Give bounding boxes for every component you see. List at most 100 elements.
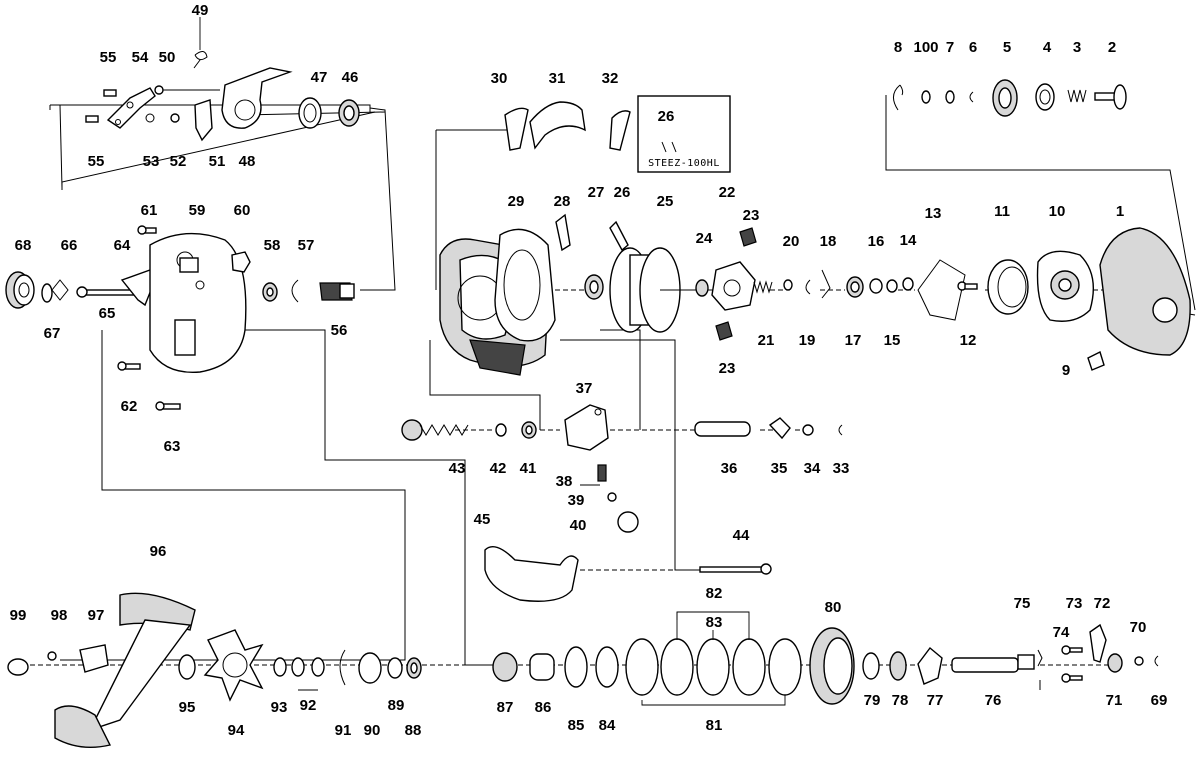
part-86-collar: [529, 653, 555, 681]
part-10-brake-unit: [1036, 250, 1094, 322]
label-39: 39: [568, 492, 585, 509]
label-53: 53: [143, 153, 160, 170]
note-box-pins: [661, 141, 677, 153]
part-27-bearing: [584, 274, 604, 300]
part-96-handle: [54, 592, 196, 748]
part-55-spring-top: [103, 89, 117, 97]
part-39-washer: [607, 492, 617, 502]
part-50-screw: [154, 85, 220, 95]
part-67-washer: [41, 283, 53, 303]
part-47-bearing: [298, 97, 322, 129]
part-19-clip: [805, 279, 811, 295]
label-100: 100: [913, 39, 938, 56]
label-94: 94: [228, 722, 245, 739]
label-14: 14: [900, 232, 917, 249]
label-15: 15: [884, 332, 901, 349]
part-63-screw: [155, 401, 181, 411]
label-36: 36: [721, 460, 738, 477]
part-79-washer: [862, 652, 880, 680]
label-58: 58: [264, 237, 281, 254]
label-19: 19: [799, 332, 816, 349]
label-70: 70: [1130, 619, 1147, 636]
label-9: 9: [1062, 362, 1070, 379]
part-24-bearing: [695, 279, 709, 297]
part-18-spring: [821, 269, 831, 299]
part-9-small-part: [1087, 351, 1105, 371]
note-box-number: 26: [658, 108, 675, 125]
label-45: 45: [474, 511, 491, 528]
part-88-bearing: [406, 657, 422, 679]
label-32: 32: [602, 70, 619, 87]
part-61-screw: [137, 225, 157, 235]
part-56-pinion: [319, 282, 355, 301]
label-85: 85: [568, 717, 585, 734]
part-12-screw: [957, 281, 978, 291]
label-4: 4: [1043, 39, 1052, 56]
part-38-pin: [597, 464, 607, 482]
label-10: 10: [1049, 203, 1066, 220]
label-96: 96: [150, 543, 167, 560]
label-90: 90: [364, 722, 381, 739]
part-17-bearing: [846, 276, 864, 298]
part-81-disc-1: [625, 638, 659, 696]
label-49: 49: [192, 2, 209, 19]
part-81-disc-2: [768, 638, 802, 696]
label-81: 81: [706, 717, 723, 734]
label-80: 80: [825, 599, 842, 616]
note-box: [637, 95, 731, 173]
label-28: 28: [554, 193, 571, 210]
part-7-washer: [945, 90, 955, 104]
label-69: 69: [1151, 692, 1168, 709]
part-54-plate: [106, 87, 156, 129]
part-23-block-bottom: [715, 321, 733, 341]
part-31-thumb-bar: [529, 101, 586, 150]
label-86: 86: [535, 699, 552, 716]
label-83: 83: [706, 614, 723, 631]
part-84-washer: [595, 646, 619, 688]
part-100-washer: [921, 90, 931, 104]
part-48-cam-plate: [221, 67, 293, 129]
part-3-spring: [1067, 89, 1087, 103]
label-91: 91: [335, 722, 352, 739]
part-59-side-plate: [149, 232, 247, 374]
label-35: 35: [771, 460, 788, 477]
label-88: 88: [405, 722, 422, 739]
part-5-star-drag: [992, 79, 1018, 117]
label-43: 43: [449, 460, 466, 477]
label-84: 84: [599, 717, 616, 734]
note-box-caption: STEEZ-100HL: [648, 158, 720, 169]
label-99: 99: [10, 607, 27, 624]
label-27: 27: [588, 184, 605, 201]
part-34-washer: [802, 424, 814, 436]
label-57: 57: [298, 237, 315, 254]
label-59: 59: [189, 202, 206, 219]
part-36-tube: [694, 421, 751, 437]
part-89-washer: [387, 657, 403, 679]
part-42-washer: [495, 423, 507, 437]
part-82-disc-1: [660, 638, 694, 696]
label-74: 74: [1053, 624, 1070, 641]
part-91-clip: [339, 649, 346, 686]
part-77-star: [917, 646, 943, 685]
part-30-sideplate-clip: [504, 107, 529, 151]
part-78-gear: [889, 651, 907, 681]
part-83-disc: [696, 638, 730, 696]
part-99-nut: [7, 658, 29, 676]
label-56: 56: [331, 322, 348, 339]
label-20: 20: [783, 233, 800, 250]
label-31: 31: [549, 70, 566, 87]
part-25-spool: [609, 247, 710, 333]
label-64: 64: [114, 237, 131, 254]
label-51: 51: [209, 153, 226, 170]
part-41-bearing: [521, 421, 537, 439]
part-22-levelwind-body: [711, 261, 756, 311]
label-11: 11: [994, 203, 1010, 220]
label-44: 44: [733, 527, 750, 544]
part-93-washer: [273, 657, 287, 677]
part-14-ring: [902, 277, 914, 291]
label-73: 73: [1066, 595, 1083, 612]
label-89: 89: [388, 697, 405, 714]
part-16-washer: [869, 278, 883, 294]
part-98-screw: [47, 651, 57, 661]
label-12: 12: [960, 332, 977, 349]
